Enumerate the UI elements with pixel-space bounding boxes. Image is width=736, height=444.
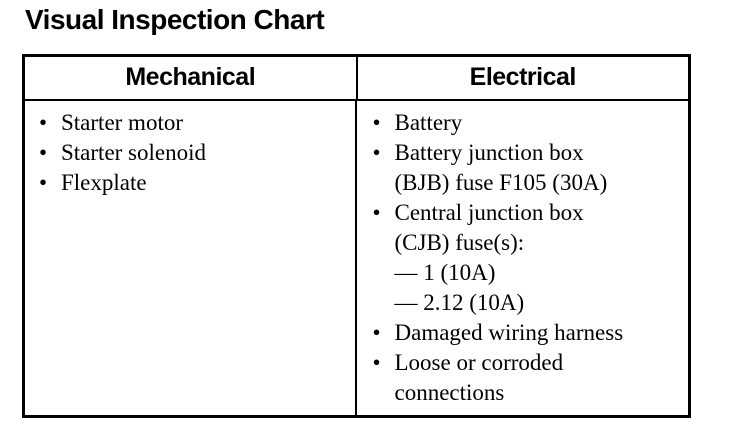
list-item: • Central junction box (CJB) fuse(s): xyxy=(373,198,685,258)
header-cell-mechanical: Mechanical xyxy=(125,63,256,91)
list-item-text: Damaged wiring harness xyxy=(395,318,685,348)
item-line: Battery xyxy=(394,110,463,135)
bullet-icon: • xyxy=(372,110,381,135)
bullet-icon: • xyxy=(372,320,381,345)
list-item-text: Flexplate xyxy=(61,168,351,198)
item-line: Central junction box xyxy=(394,200,584,225)
mechanical-column: • Starter motor • Starter solenoid • Fle… xyxy=(25,101,355,415)
list-item: • Starter solenoid xyxy=(39,138,351,168)
bullet-icon: • xyxy=(39,110,48,135)
item-line: Loose or corroded xyxy=(394,350,564,375)
header-cell-electrical: Electrical xyxy=(355,57,689,99)
bullet-icon: • xyxy=(39,140,48,165)
bullet-icon: • xyxy=(372,350,381,375)
list-item-text: Loose or corroded connections xyxy=(395,348,685,408)
item-line: Flexplate xyxy=(61,170,147,195)
sub-item-line: — 2.12 (10A) xyxy=(394,290,525,315)
item-line: Battery junction box xyxy=(394,140,584,165)
item-line: Starter solenoid xyxy=(61,140,206,165)
list-item-text: Battery xyxy=(395,108,685,138)
bullet-icon: • xyxy=(372,200,381,225)
bullet-icon: • xyxy=(372,140,381,165)
sub-item-line: — 1 (10A) xyxy=(394,260,496,285)
list-item-text: Battery junction box (BJB) fuse F105 (30… xyxy=(395,138,685,198)
item-line: connections xyxy=(394,380,505,405)
list-item: • Flexplate xyxy=(39,168,351,198)
table-body-row: • Starter motor • Starter solenoid • Fle… xyxy=(25,101,688,415)
list-item: • Loose or corroded connections xyxy=(373,348,685,408)
item-line: (CJB) fuse(s): xyxy=(394,230,525,255)
inspection-table: Mechanical Electrical • Starter motor • … xyxy=(22,54,691,418)
page-title: Visual Inspection Chart xyxy=(25,4,325,35)
list-item: • Battery xyxy=(373,108,685,138)
item-line: Starter motor xyxy=(61,110,183,135)
list-item-text: Starter motor xyxy=(61,108,351,138)
list-item: • Starter motor xyxy=(39,108,351,138)
list-item: • Battery junction box (BJB) fuse F105 (… xyxy=(373,138,685,198)
item-line: (BJB) fuse F105 (30A) xyxy=(394,170,608,195)
electrical-column: • Battery • Battery junction box (BJB) f… xyxy=(354,101,689,415)
list-item-text: Starter solenoid xyxy=(61,138,351,168)
item-line: Damaged wiring harness xyxy=(394,320,624,345)
list-item: • Damaged wiring harness xyxy=(373,318,685,348)
bullet-icon: • xyxy=(39,170,48,195)
list-item-text: Central junction box (CJB) fuse(s): xyxy=(395,198,685,258)
table-header-row: Mechanical Electrical xyxy=(25,57,688,101)
